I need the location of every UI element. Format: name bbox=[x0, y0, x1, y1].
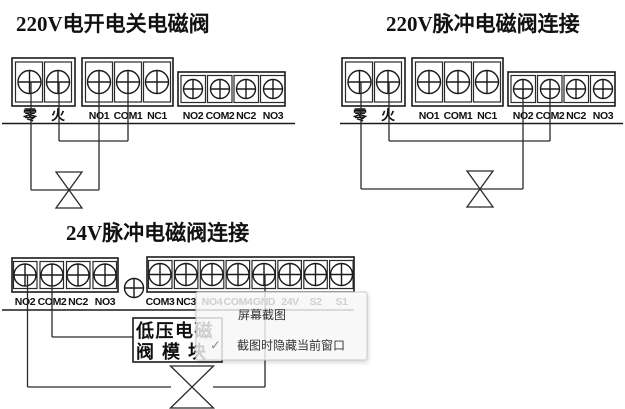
terminal-label: NC2 bbox=[236, 110, 256, 122]
screw-terminal-icon bbox=[148, 262, 172, 287]
screw-terminal-icon bbox=[416, 69, 442, 95]
screw-terminal-icon bbox=[235, 78, 257, 100]
terminal-label: 零 bbox=[22, 107, 38, 123]
screw-terminal-icon bbox=[252, 262, 276, 287]
terminal-cell bbox=[233, 74, 260, 104]
terminal-label: COM1 bbox=[444, 110, 473, 122]
screw-terminal-icon bbox=[329, 262, 354, 287]
terminal-block bbox=[11, 57, 76, 107]
menu-item-label: 屏幕截图 bbox=[238, 308, 286, 322]
terminal-cell bbox=[414, 61, 444, 103]
valve-triangle bbox=[168, 365, 216, 388]
terminal-label: NO3 bbox=[593, 110, 614, 122]
screw-terminal-icon bbox=[565, 78, 587, 100]
terminal-label: NC1 bbox=[477, 110, 497, 122]
terminal-cell bbox=[589, 74, 616, 104]
terminal-block bbox=[341, 57, 406, 107]
terminal-cell bbox=[43, 61, 73, 103]
screw-terminal-icon bbox=[262, 78, 284, 100]
screw-terminal-icon bbox=[209, 78, 231, 100]
terminal-label: 零 bbox=[352, 107, 368, 123]
diagram-220v-switch-valve: 220V电开电关电磁阀 零 火 NO1 COM1 NC1 NO2 COM2 NC… bbox=[2, 12, 295, 209]
menu-item-label: 截图时隐藏当前窗口 bbox=[237, 338, 345, 353]
screw-terminal-icon bbox=[13, 263, 37, 287]
solenoid-valve-icon bbox=[54, 171, 84, 209]
screw-terminal-icon bbox=[347, 69, 372, 95]
terminal-cell bbox=[259, 74, 286, 104]
screw-terminal-icon bbox=[445, 69, 471, 95]
solenoid-valve-icon bbox=[168, 365, 216, 409]
terminal-cell bbox=[443, 61, 473, 103]
terminal-cell bbox=[373, 61, 403, 103]
checkmark-icon: ✓ bbox=[210, 339, 221, 354]
context-menu: 屏幕截图 ✓ 截图时隐藏当前窗口 bbox=[195, 291, 368, 361]
terminal-block bbox=[411, 57, 504, 107]
low-voltage-valve-module-box: 低压电磁 阀 模 块 bbox=[132, 317, 223, 363]
valve-triangle bbox=[168, 386, 216, 409]
screw-terminal-icon bbox=[93, 263, 117, 287]
terminal-label: NC2 bbox=[566, 110, 586, 122]
terminal-cell bbox=[303, 259, 328, 290]
terminal-label: NO2 bbox=[183, 110, 204, 122]
screw-terminal-icon bbox=[45, 69, 71, 95]
terminal-cell bbox=[14, 61, 44, 103]
terminal-label: NO2 bbox=[15, 296, 36, 308]
terminal-block bbox=[11, 257, 119, 293]
terminal-label: NC3 bbox=[176, 296, 196, 308]
valve-triangle bbox=[465, 170, 495, 191]
terminal-label: NC2 bbox=[68, 296, 88, 308]
diagram-title: 24V脉冲电磁阀连接 bbox=[66, 221, 249, 245]
screw-terminal-icon bbox=[375, 69, 401, 95]
terminal-label: NO3 bbox=[95, 296, 116, 308]
terminal-label: NO3 bbox=[263, 110, 284, 122]
screw-terminal-icon bbox=[474, 69, 500, 95]
terminal-cell bbox=[206, 74, 233, 104]
terminal-label: NO1 bbox=[419, 110, 440, 122]
screw-terminal-icon bbox=[17, 69, 42, 95]
menu-item-hide-window-when-capturing[interactable]: ✓ 截图时隐藏当前窗口 bbox=[210, 338, 345, 354]
terminal-cell bbox=[180, 74, 207, 104]
screw-terminal-icon bbox=[66, 263, 90, 287]
screw-terminal-icon bbox=[592, 78, 614, 100]
menu-item-screen-capture[interactable]: 屏幕截图 bbox=[238, 308, 286, 322]
screw-terminal-icon bbox=[123, 277, 145, 299]
diagram-220v-pulse-valve: 220V脉冲电磁阀连接 零 火 NO1 COM1 NC1 NO2 COM2 NC… bbox=[340, 12, 623, 208]
context-menu-panel bbox=[195, 291, 368, 361]
terminal-label: NC1 bbox=[147, 110, 167, 122]
valve-triangle bbox=[54, 188, 84, 209]
module-label: 低压电磁 bbox=[135, 320, 214, 341]
module-label: 阀 模 块 bbox=[136, 341, 208, 362]
diagram-title: 220V脉冲电磁阀连接 bbox=[386, 12, 580, 36]
valve-triangle bbox=[465, 187, 495, 208]
screw-terminal-icon bbox=[303, 262, 328, 287]
terminal-label: COM3 bbox=[146, 296, 175, 308]
diagram-title: 220V电开电关电磁阀 bbox=[16, 12, 210, 36]
screw-terminal-icon bbox=[182, 78, 204, 100]
valve-triangle bbox=[54, 171, 84, 192]
terminal-cell bbox=[563, 74, 590, 104]
solenoid-valve-icon bbox=[465, 170, 495, 208]
screw-terminal-icon bbox=[278, 262, 302, 287]
terminal-cell bbox=[142, 61, 172, 103]
terminal-label: COM2 bbox=[206, 110, 235, 122]
terminal-cell bbox=[472, 61, 502, 103]
screw-terminal-icon bbox=[174, 262, 198, 287]
screw-terminal-icon bbox=[144, 69, 170, 95]
screw-terminal-icon bbox=[200, 262, 224, 287]
terminal-cell bbox=[344, 61, 374, 103]
screw-terminal-icon bbox=[226, 262, 250, 287]
